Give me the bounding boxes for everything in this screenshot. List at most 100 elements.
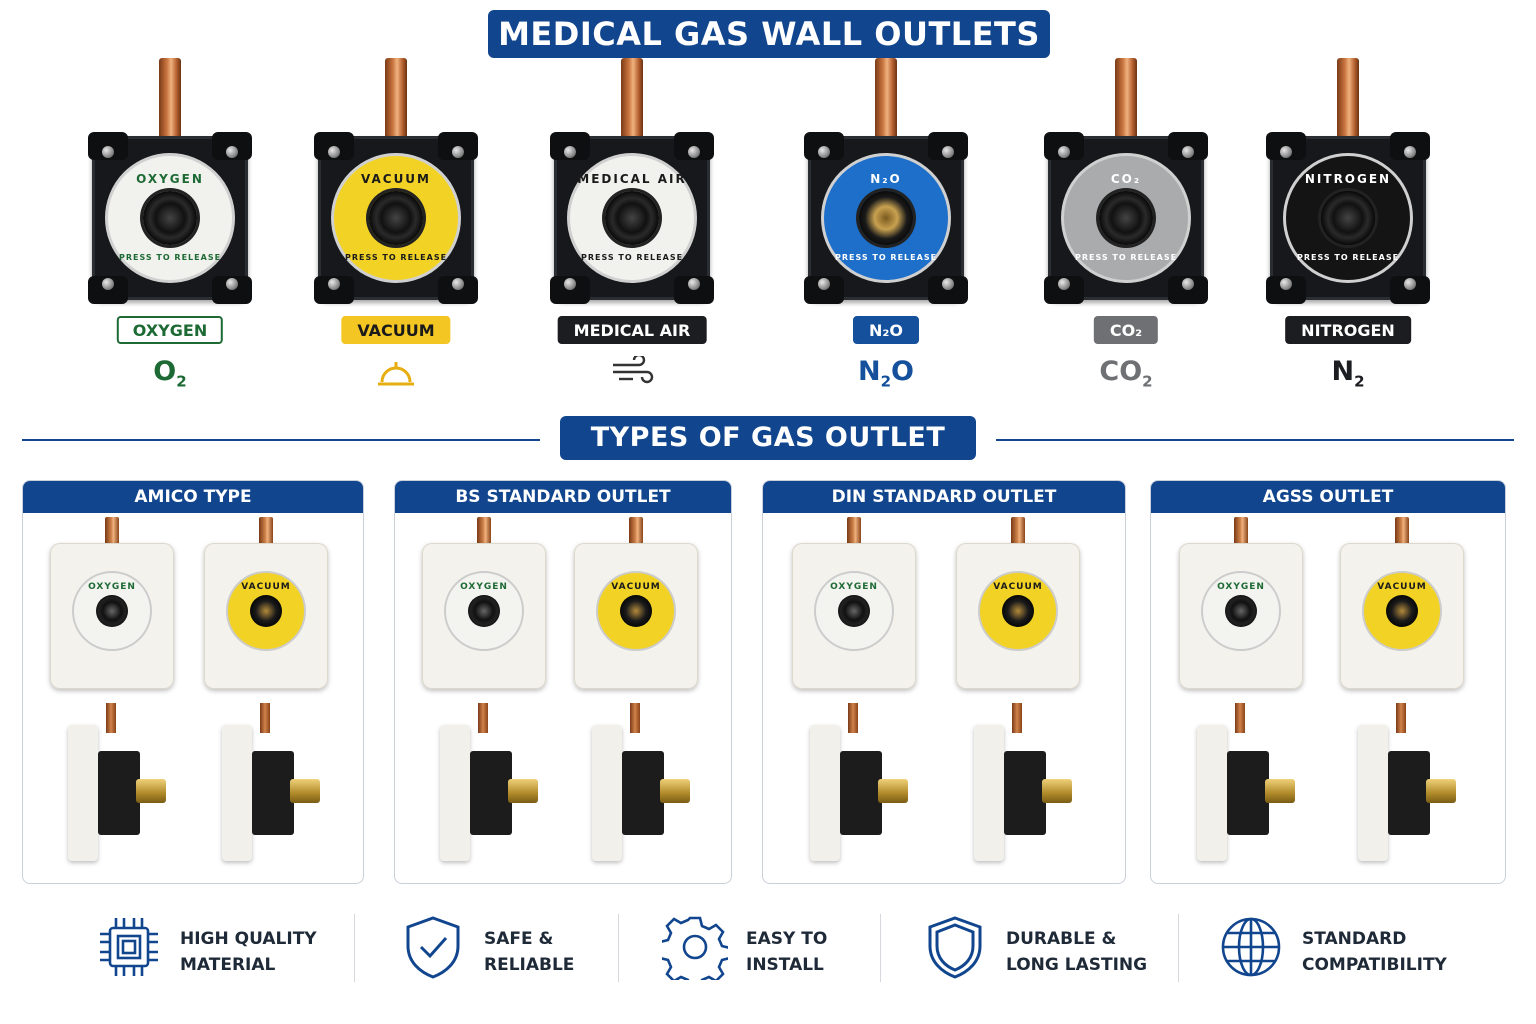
divider-left	[22, 439, 540, 441]
screw	[818, 146, 830, 158]
copper-pipe	[159, 58, 181, 154]
screw	[1280, 278, 1292, 290]
outlet-side-view	[432, 703, 538, 861]
gas-symbol: N2	[1331, 356, 1365, 391]
outlet-ring: OXYGEN	[72, 571, 152, 651]
wall-plate: VACUUM	[204, 543, 328, 689]
copper-pipe	[105, 517, 119, 551]
gas-tag: MEDICAL AIR	[557, 316, 707, 344]
socket[interactable]	[1225, 595, 1257, 627]
feature-line-1: STANDARD	[1302, 929, 1407, 949]
socket[interactable]	[1099, 191, 1153, 245]
page-title: MEDICAL GAS WALL OUTLETS	[488, 10, 1050, 58]
screw	[1404, 278, 1416, 290]
copper-pipe	[1235, 703, 1245, 733]
brass-fitting	[1265, 779, 1295, 803]
screw	[1182, 278, 1194, 290]
screw	[328, 146, 340, 158]
screw	[226, 278, 238, 290]
type-panel-title: AGSS OUTLET	[1151, 481, 1505, 513]
socket[interactable]	[369, 191, 423, 245]
press-to-release-label: PRESS TO RELEASE	[834, 253, 938, 262]
wall-plate: VACUUM	[574, 543, 698, 689]
press-to-release-label: PRESS TO RELEASE	[580, 253, 684, 262]
copper-pipe	[259, 517, 273, 551]
ring-label: VACUUM	[361, 172, 431, 186]
feature-label: DURABLE &LONG LASTING	[1006, 926, 1147, 978]
outlet-side-view	[1350, 703, 1456, 861]
screw	[818, 278, 830, 290]
screw	[564, 146, 576, 158]
copper-pipe	[629, 517, 643, 551]
wall-plate: OXYGEN	[792, 543, 916, 689]
types-section-title: TYPES OF GAS OUTLET	[560, 416, 976, 460]
socket[interactable]	[1321, 191, 1375, 245]
screw	[1404, 146, 1416, 158]
outlet-ring: OXYGEN	[444, 571, 524, 651]
gas-tag: CO₂	[1093, 316, 1159, 344]
socket[interactable]	[96, 595, 128, 627]
socket[interactable]	[468, 595, 500, 627]
feature-line-1: DURABLE &	[1006, 929, 1117, 949]
wall-plate: VACUUM	[956, 543, 1080, 689]
feature-line-1: SAFE &	[484, 929, 554, 949]
outlet-side-view	[1189, 703, 1295, 861]
outlet-ring: VACUUM	[596, 571, 676, 651]
brass-fitting	[1042, 779, 1072, 803]
divider-right	[996, 439, 1514, 441]
feature-label: EASY TO INSTALL	[746, 926, 827, 978]
copper-pipe	[1115, 58, 1137, 154]
screw	[452, 278, 464, 290]
ring-label: NITROGEN	[1304, 172, 1392, 186]
wall-plate: VACUUM	[1340, 543, 1464, 689]
copper-pipe	[1396, 703, 1406, 733]
screw	[1058, 146, 1070, 158]
feature-line-2: INSTALL	[746, 955, 824, 975]
type-panel: AMICO TYPE OXYGEN VACUUM	[22, 480, 364, 884]
socket[interactable]	[143, 191, 197, 245]
ring-label: OXYGEN	[460, 582, 508, 592]
outlet-block	[840, 751, 882, 835]
copper-pipe	[1337, 58, 1359, 154]
copper-pipe	[848, 703, 858, 733]
outlet-block	[1004, 751, 1046, 835]
brass-fitting	[660, 779, 690, 803]
socket[interactable]	[620, 595, 652, 627]
feature-line-1: HIGH QUALITY	[180, 929, 317, 949]
chip-icon	[96, 914, 162, 980]
outlet-ring: VACUUM	[1362, 571, 1442, 651]
screw	[1182, 146, 1194, 158]
type-panel-title: AMICO TYPE	[23, 481, 363, 513]
outlet-block	[622, 751, 664, 835]
feature-line-1: EASY TO	[746, 929, 828, 949]
brass-fitting	[290, 779, 320, 803]
socket[interactable]	[605, 191, 659, 245]
ring-label: MEDICAL AIR	[577, 172, 687, 186]
suction-bell-icon	[296, 356, 496, 397]
type-panel-title: DIN STANDARD OUTLET	[763, 481, 1125, 513]
globe-icon	[1218, 914, 1284, 980]
copper-pipe	[477, 517, 491, 551]
brass-fitting	[508, 779, 538, 803]
screw	[942, 278, 954, 290]
socket[interactable]	[859, 191, 913, 245]
gas-outlet: MEDICAL AIR PRESS TO RELEASE MEDICAL AIR	[532, 58, 732, 398]
socket[interactable]	[838, 595, 870, 627]
gas-tag: NITROGEN	[1285, 316, 1411, 344]
socket[interactable]	[1386, 595, 1418, 627]
socket[interactable]	[250, 595, 282, 627]
wall-plate-side	[592, 725, 622, 861]
outlet-block	[252, 751, 294, 835]
socket[interactable]	[1002, 595, 1034, 627]
